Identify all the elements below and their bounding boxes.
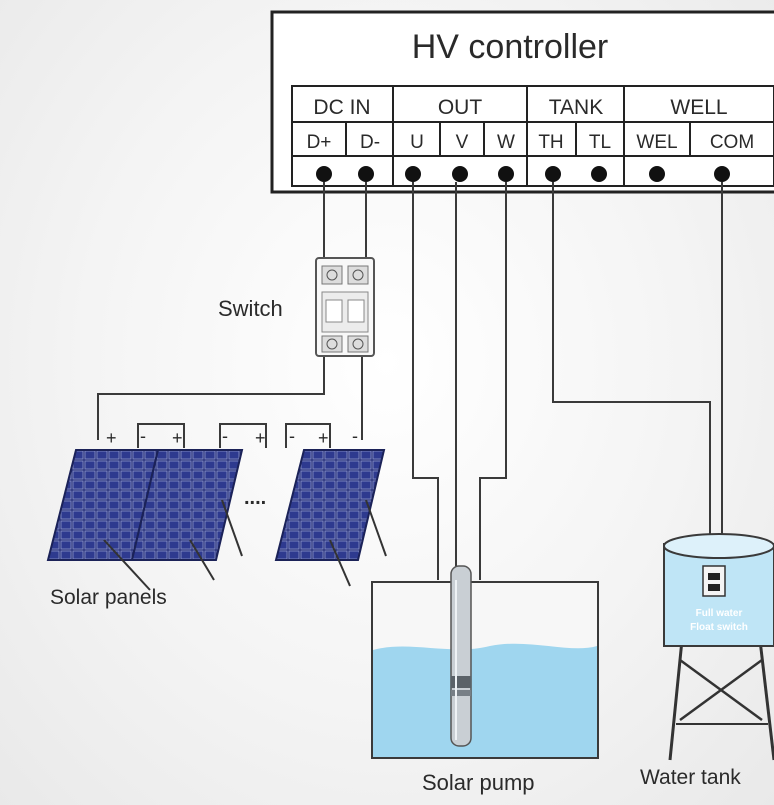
svg-text:-: - — [352, 426, 358, 446]
water-tank-label: Water tank — [640, 766, 741, 789]
terminal-dots — [316, 166, 730, 182]
terminal-d-plus: D+ — [307, 132, 332, 153]
terminal-w: W — [497, 132, 515, 153]
svg-text:+: + — [255, 428, 266, 448]
group-out: OUT — [438, 96, 483, 119]
terminal-th: TH — [538, 132, 563, 153]
svg-text:+: + — [106, 428, 117, 448]
svg-text:-: - — [289, 426, 295, 446]
terminal-tl: TL — [589, 132, 611, 153]
svg-text:-: - — [222, 426, 228, 446]
svg-text:+: + — [172, 428, 183, 448]
group-dc-in: DC IN — [313, 96, 370, 119]
terminal-v: V — [456, 132, 469, 153]
polarity-marks: + - + - + - + - — [106, 426, 358, 448]
solar-panels-label: Solar panels — [50, 586, 167, 609]
panel-connectors — [137, 423, 331, 448]
float-switch — [702, 565, 726, 597]
controller-title: HV controller — [412, 28, 609, 66]
float-switch-label-2: Float switch — [690, 622, 748, 633]
hv-controller: HV controller DC IN OUT TANK WELL D+ D- … — [270, 10, 774, 194]
solar-panel-3 — [274, 449, 387, 587]
water-tank: Full water Float switch — [663, 533, 774, 761]
svg-text:+: + — [318, 428, 329, 448]
solar-pump-label: Solar pump — [422, 770, 535, 795]
solar-pump — [450, 565, 472, 747]
panel-ellipsis: .... — [244, 487, 266, 509]
wires — [97, 182, 723, 580]
well-reservoir — [371, 581, 599, 759]
switch-label: Switch — [218, 296, 283, 321]
terminal-com: COM — [710, 132, 754, 153]
float-switch-label-1: Full water — [696, 608, 743, 619]
group-well: WELL — [670, 96, 727, 119]
controller-box — [270, 10, 774, 194]
terminal-table — [291, 85, 774, 187]
terminal-wel: WEL — [636, 132, 677, 153]
terminal-d-minus: D- — [360, 132, 380, 153]
solar-panel-2 — [130, 449, 244, 581]
terminal-u: U — [410, 132, 424, 153]
switch-breaker — [315, 257, 375, 357]
group-tank: TANK — [549, 96, 603, 119]
svg-text:-: - — [140, 426, 146, 446]
